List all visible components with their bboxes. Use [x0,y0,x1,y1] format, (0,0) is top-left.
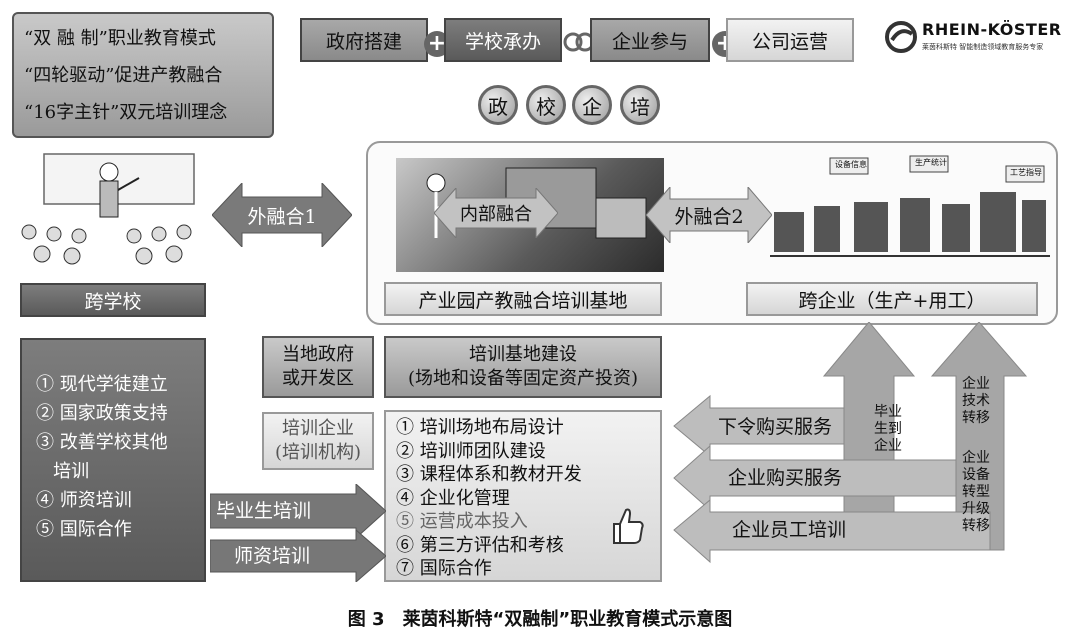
circle-gov: 政 [478,85,518,125]
school-benefit-3: ③ 改善学校其他 [36,432,168,453]
graduate-training-arrow: 毕业生培训 [210,484,386,538]
cross-enterprise-box: 跨企业（生产+用工） [746,282,1038,316]
training-task-6: ⑥ 第三方评估和考核 [396,534,564,556]
equipment-upgrade-label: 企业 设备 转型 升级 转移 [962,450,990,534]
figure-title: 莱茵科斯特“双融制”职业教育模式示意图 [402,609,733,630]
outer-fusion-1-arrow: 外融合1 [212,183,352,247]
logo-swirl-icon [885,21,917,53]
inner-fusion-arrow: 内部融合 [434,188,558,238]
training-task-1: ① 培训场地布局设计 [396,417,564,438]
classroom-illustration [14,150,210,268]
school-host-box: 学校承办 [444,18,562,62]
graduate-training-label: 毕业生培训 [216,500,312,522]
school-benefit-2: ② 国家政策支持 [36,403,168,424]
thumbs-up-icon [612,506,646,546]
staff-training-label: 企业员工培训 [732,519,847,541]
teacher-training-arrow: 师资培训 [210,530,386,582]
training-task-7: ⑦ 国际合作 [396,558,492,579]
training-task-4: ④ 企业化管理 [396,487,510,509]
screen-label-equipment: 设备信息 [835,160,867,169]
school-benefit-5: ⑤ 国际合作 [36,519,132,540]
school-benefits-box: ① 现代学徒建立 ② 国家政策支持 ③ 改善学校其他 培训 ④ 师资培训 ⑤ 国… [20,338,206,582]
model-line-2: “四轮驱动”促进产教融合 [24,65,223,86]
purchase-service-label: 企业购买服务 [728,467,843,489]
cross-school-box: 跨学校 [20,283,206,317]
teacher-training-label: 师资培训 [234,545,311,567]
inner-fusion-label: 内部融合 [460,204,532,225]
logo-tagline: 莱茵科斯特 智能制造领域教育服务专家 [922,43,1044,51]
screen-label-production: 生产统计 [915,158,947,167]
outer-fusion-2-arrow: 外融合2 [646,187,772,243]
order-service-label: 下令购买服务 [718,416,833,438]
production-line-illustration [770,152,1050,276]
logo: RHEIN-KÖSTER 莱茵科斯特 智能制造领域教育服务专家 [884,18,1064,62]
outer-fusion-1-label: 外融合1 [247,205,317,228]
right-flow-arrows [673,322,1028,564]
training-tasks-box: ① 培训场地布局设计 ② 培训师团队建设 ③ 课程体系和教材开发 ④ 企业化管理… [384,410,662,582]
model-line-3: “16字主针”双元培训理念 [24,102,228,123]
gov-build-box: 政府搭建 [300,18,428,62]
figure-number: 图 3 [347,609,385,630]
grad-to-enterprise-label: 毕业 生到 企业 [874,404,902,454]
enterprise-join-box: 企业参与 [590,18,710,62]
model-line-1: “双 融 制”职业教育模式 [24,28,216,49]
training-task-3: ③ 课程体系和教材开发 [396,464,582,485]
tech-transfer-label: 企业 技术 转移 [962,376,990,426]
park-base-box: 产业园产教融合培训基地 [384,282,662,316]
training-task-2: ② 培训师团队建设 [396,440,546,462]
circle-school: 校 [526,85,566,125]
outer-fusion-2-label: 外融合2 [674,205,744,228]
school-benefit-1: ① 现代学徒建立 [36,374,168,395]
screen-label-process: 工艺指导 [1010,168,1042,177]
school-benefit-4: ④ 师资培训 [36,490,132,511]
training-task-5: ⑤ 运营成本投入 [396,511,528,532]
school-benefit-3-cont: 培训 [36,461,90,482]
logo-name: RHEIN-KÖSTER [922,20,1062,39]
training-enterprise-box: 培训企业 (培训机构) [262,412,374,470]
base-construction-box: 培训基地建设 (场地和设备等固定资产投资) [384,336,662,398]
company-operate-box: 公司运营 [726,18,854,62]
model-box: “双 融 制”职业教育模式 “四轮驱动”促进产教融合 “16字主针”双元培训理念 [12,12,274,138]
figure-caption: 图 3 莱茵科斯特“双融制”职业教育模式示意图 [0,604,1080,632]
local-gov-box: 当地政府 或开发区 [262,336,374,398]
circle-training: 培 [620,85,660,125]
circle-enterprise: 企 [572,85,612,125]
